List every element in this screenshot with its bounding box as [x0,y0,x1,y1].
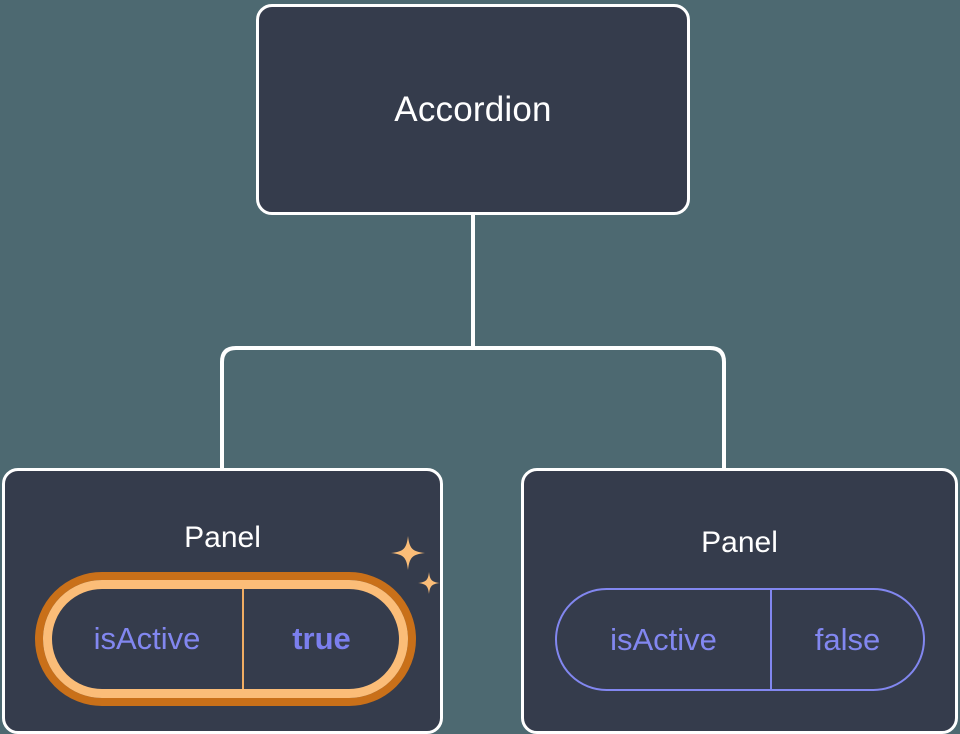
prop-pill-inner-ring: isActive true [43,580,408,698]
node-accordion[interactable]: Accordion [256,4,690,215]
prop-pill-isactive-false[interactable]: isActive false [555,588,925,691]
prop-pill-isactive-true[interactable]: isActive true [35,572,416,706]
prop-key: isActive [93,621,201,656]
prop-key: isActive [610,621,717,657]
prop-value: true [242,589,399,689]
node-panel-inactive-label: Panel [701,526,778,559]
node-panel-active-label: Panel [184,521,261,554]
node-accordion-label: Accordion [394,90,552,129]
prop-value: false [770,590,923,689]
